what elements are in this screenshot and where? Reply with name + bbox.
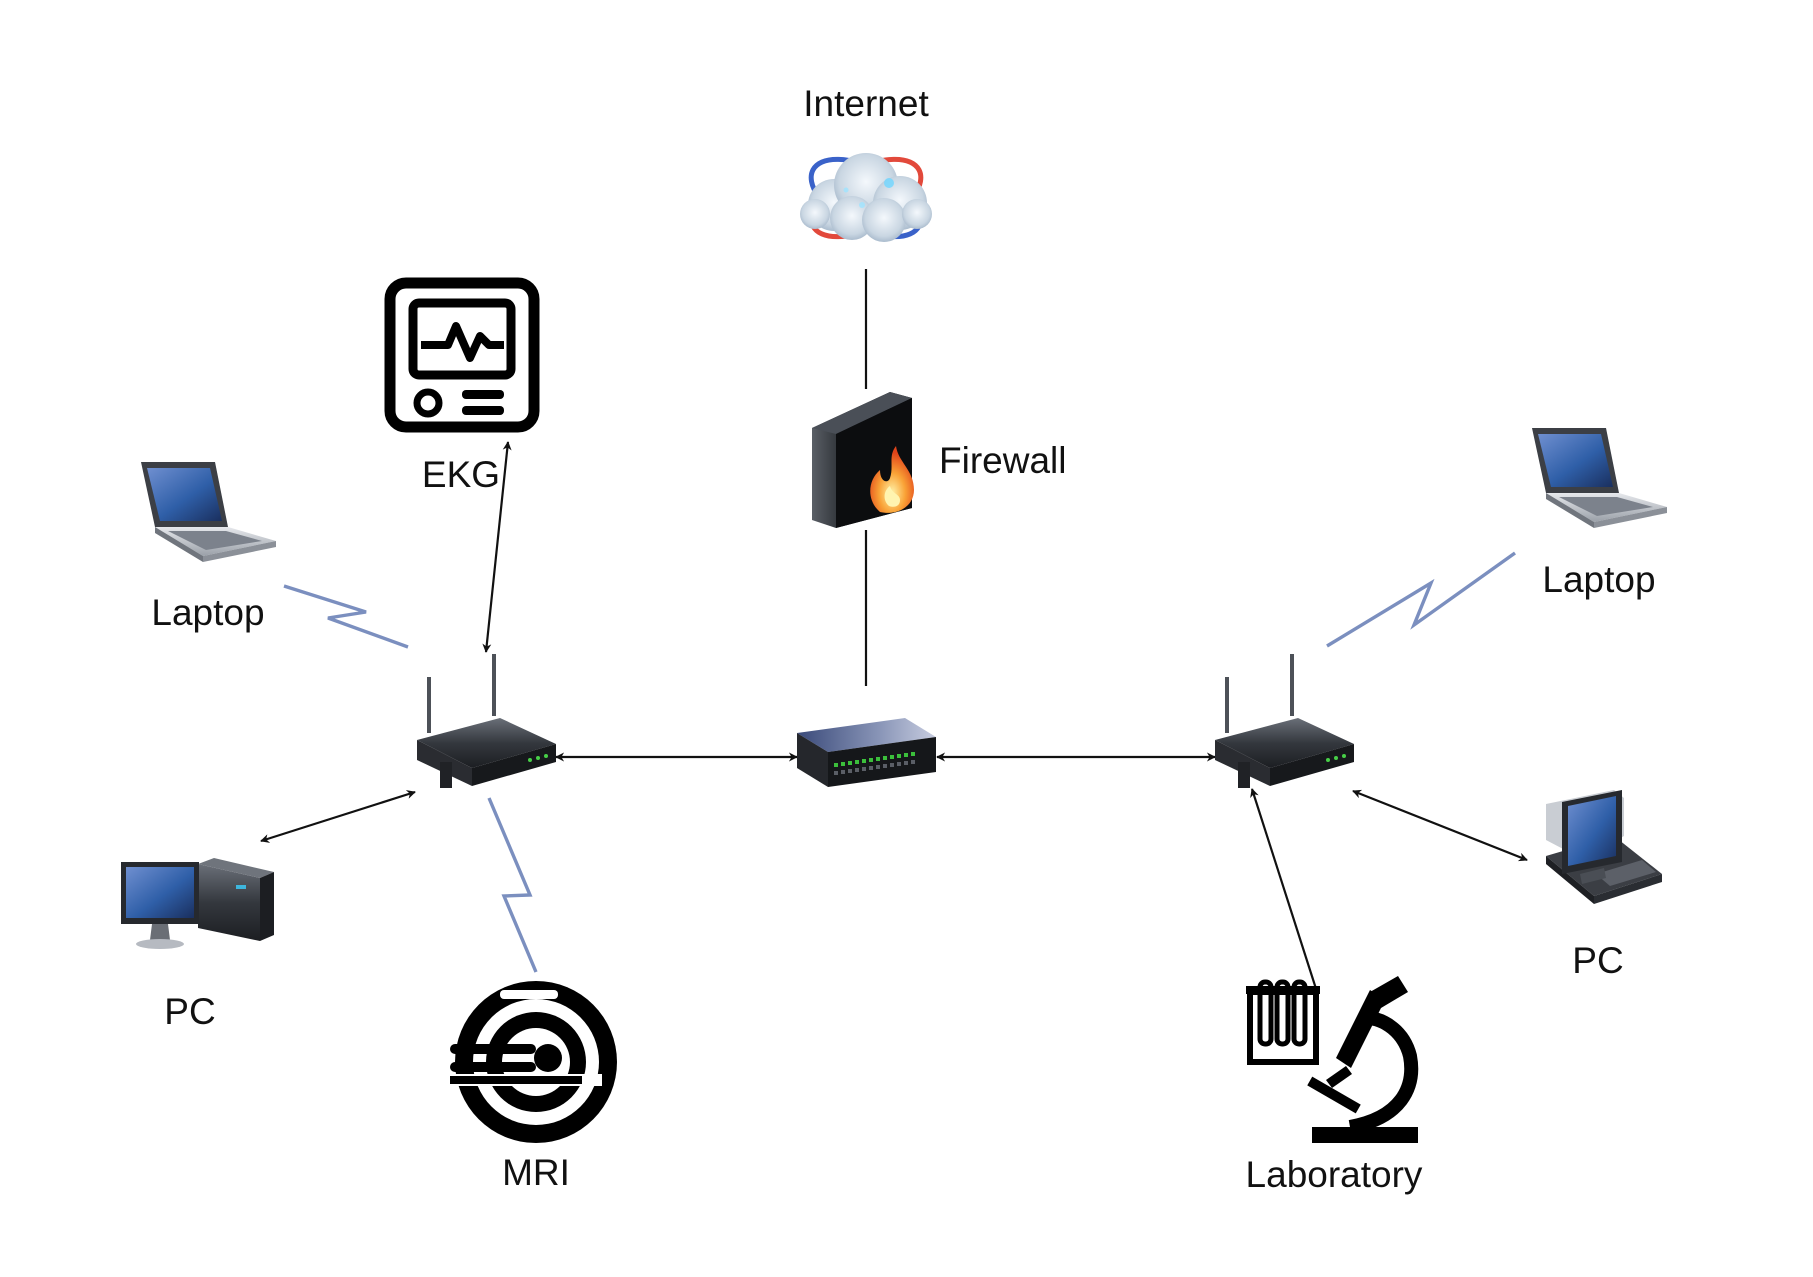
wireless-router-icon <box>417 654 556 788</box>
wireless-laptop-right <box>1326 551 1516 648</box>
connections <box>260 269 1528 996</box>
firewall-icon <box>812 392 914 528</box>
laptop-right-node: Laptop <box>1532 428 1667 600</box>
laptop-right-label: Laptop <box>1542 559 1655 600</box>
mri-label: MRI <box>502 1152 570 1193</box>
laptop-left-node: Laptop <box>141 462 276 633</box>
test-tubes-icon <box>1246 979 1320 1065</box>
wireless-router-icon <box>1215 654 1354 788</box>
edge-router-left-ekg <box>482 441 512 653</box>
desktop-pc-icon <box>1546 790 1662 904</box>
internet-label: Internet <box>803 83 929 124</box>
laptop-icon <box>141 462 276 562</box>
desktop-pc-icon <box>121 858 274 949</box>
wireless-links <box>283 551 1516 973</box>
laboratory-label: Laboratory <box>1246 1154 1423 1195</box>
router-right-node <box>1215 654 1354 788</box>
cloud-icon <box>800 153 932 242</box>
switch-icon <box>797 718 936 787</box>
edge-router-left-pc <box>260 790 416 843</box>
pc-right-label: PC <box>1572 940 1623 981</box>
firewall-label: Firewall <box>939 440 1066 481</box>
pc-right-node: PC <box>1546 790 1662 981</box>
edge-router-right-laboratory <box>1250 788 1320 996</box>
pc-left-label: PC <box>164 991 215 1032</box>
wireless-mri <box>487 797 538 973</box>
laboratory-node: Laboratory <box>1246 976 1423 1195</box>
firewall-node: Firewall <box>812 392 1066 528</box>
laptop-icon <box>1532 428 1667 528</box>
mri-node: MRI <box>450 981 617 1193</box>
switch-node <box>797 718 936 787</box>
laptop-left-label: Laptop <box>151 592 264 633</box>
wireless-laptop-left <box>283 584 409 649</box>
router-left-node <box>417 654 556 788</box>
internet-node: Internet <box>800 83 932 242</box>
mri-scanner-icon <box>450 981 617 1143</box>
edge-router-right-pc <box>1352 789 1528 862</box>
pc-left-node: PC <box>121 858 274 1032</box>
ekg-monitor-icon <box>384 277 540 433</box>
ekg-node: EKG <box>384 277 540 495</box>
ekg-label: EKG <box>422 454 500 495</box>
microscope-icon <box>1246 976 1419 1143</box>
